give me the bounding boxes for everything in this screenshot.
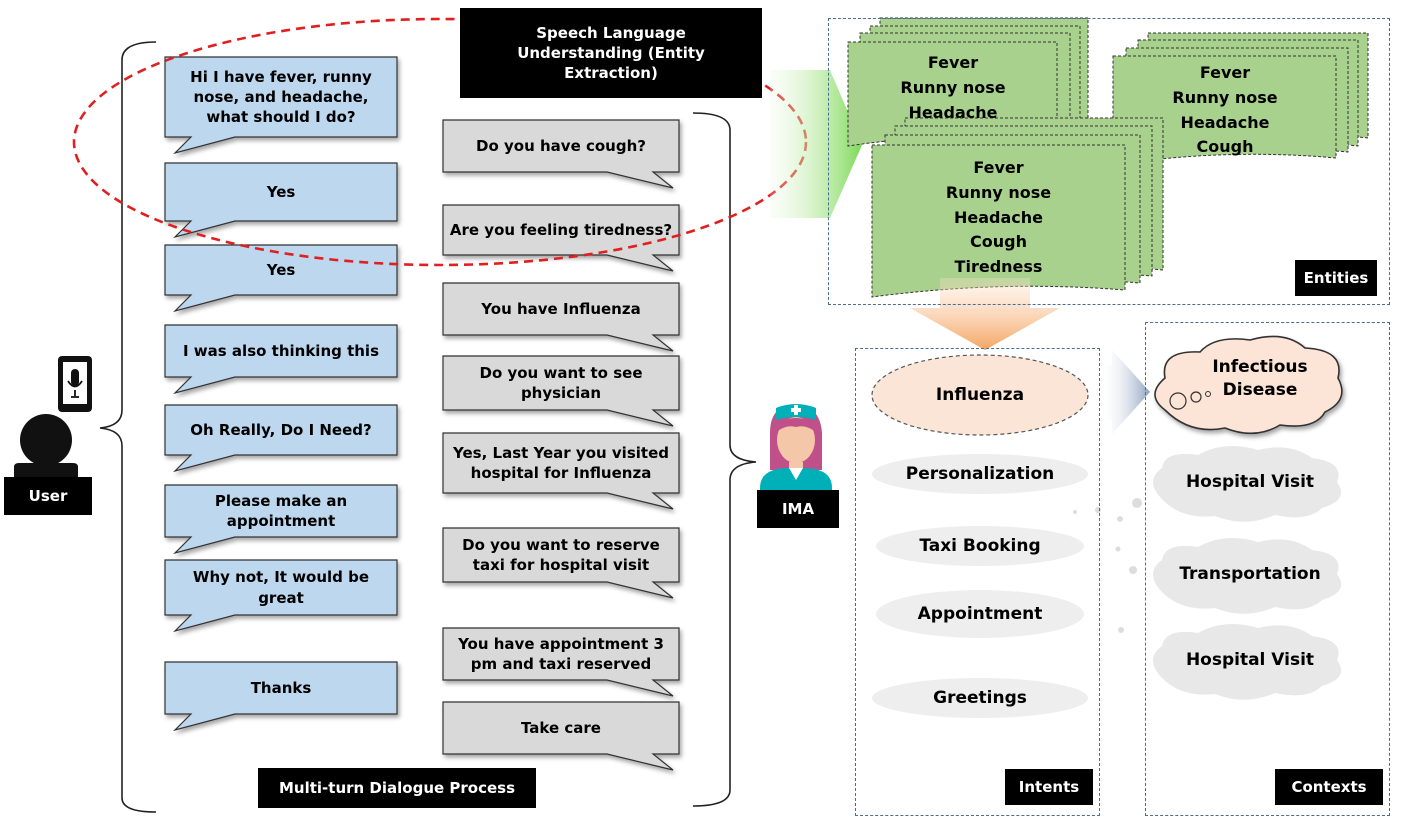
user-message-3-shape [164, 244, 398, 313]
intent-greetings: Greetings [933, 687, 1027, 708]
entities-to-intents-arrow-icon [910, 278, 1060, 350]
agent-message-4-shape [442, 355, 680, 427]
intents-to-contexts-arrow-icon [1100, 350, 1150, 434]
agent-message-6: Do you want to reserve taxi for hospital… [462, 535, 660, 574]
user-message-1-shape [164, 56, 398, 155]
intent-oval-influenza [871, 354, 1089, 436]
intents-label: Intents [1005, 769, 1093, 805]
user-message-2-shape [164, 162, 398, 239]
user-message-7-shape [164, 559, 398, 633]
intents-panel [855, 348, 1100, 816]
user-message-6-shape [164, 484, 398, 555]
agent-message-4: Do you want to see physician [479, 363, 643, 402]
intent-influenza: Influenza [935, 384, 1025, 405]
entity-stack-1: Fever Runny nose Headache [900, 53, 1006, 122]
context-cloud-transportation [1152, 538, 1342, 614]
agent-brace [692, 112, 757, 807]
user-message-6: Please make an appointment [214, 491, 348, 530]
nurse-icon [760, 404, 832, 492]
agent-message-5: Yes, Last Year you visited hospital for … [453, 443, 669, 482]
agent-message-5-shape [442, 432, 680, 510]
thought-dot-1 [1169, 392, 1187, 410]
contexts-panel [1145, 322, 1390, 816]
slu-title-box: Speech Language Understanding (Entity Ex… [460, 8, 762, 98]
context-transportation: Transportation [1179, 563, 1321, 584]
extraction-arrow-icon [770, 70, 862, 218]
context-hospital-visit-1: Hospital Visit [1185, 471, 1315, 492]
thought-dot-3 [1205, 391, 1211, 397]
agent-label: IMA [757, 490, 839, 528]
user-brace [99, 41, 157, 813]
context-cloud-hospital-visit-2 [1152, 624, 1342, 700]
user-bubbles [164, 56, 398, 732]
user-label: User [4, 477, 92, 515]
agent-message-7: You have appointment 3 pm and taxi reser… [458, 634, 664, 673]
context-cloud-hospital-visit-1 [1152, 446, 1342, 522]
user-avatar-icon [14, 414, 78, 477]
agent-bubbles [442, 119, 680, 771]
user-message-4: I was also thinking this [183, 341, 379, 360]
user-message-5-shape [164, 404, 398, 473]
entities-panel [828, 18, 1390, 305]
entity-stack-3: Fever Runny nose Headache Cough Tirednes… [945, 158, 1052, 277]
user-message-3: Yes [266, 260, 296, 279]
smartphone-icon [58, 356, 92, 412]
agent-message-2-shape [442, 204, 680, 272]
user-message-8: Thanks [250, 678, 312, 697]
context-infectious-disease: Infectious Disease [1212, 357, 1308, 400]
user-message-1: Hi I have fever, runny nose, and headach… [190, 67, 372, 127]
intent-oval-personalization [872, 454, 1088, 494]
intent-personalization: Personalization [905, 463, 1055, 484]
dialogue-caption: Multi-turn Dialogue Process [258, 768, 536, 808]
entity-stack-2: Fever Runny nose Headache Cough [1172, 63, 1278, 157]
thought-dot-2 [1190, 391, 1202, 403]
agent-message-3-shape [442, 282, 680, 352]
intent-oval-taxi-booking [876, 526, 1084, 566]
context-hospital-visit-2: Hospital Visit [1185, 649, 1315, 670]
entities-label: Entities [1295, 260, 1377, 296]
agent-message-2: Are you feeling tiredness? [449, 220, 673, 239]
intent-oval-greetings [872, 678, 1088, 718]
entity-stack-3-shape [871, 117, 1164, 298]
agent-message-3: You have Influenza [481, 299, 641, 318]
context-cloud-infectious-disease [1154, 335, 1343, 435]
intent-oval-appointment [876, 590, 1084, 638]
agent-message-6-shape [442, 527, 680, 599]
agent-message-8-shape [442, 701, 680, 771]
agent-message-8: Take care [521, 718, 601, 737]
user-message-4-shape [164, 324, 398, 395]
intent-appointment: Appointment [917, 603, 1043, 624]
intent-taxi-booking: Taxi Booking [919, 535, 1041, 556]
decorative-dots [1073, 498, 1142, 633]
agent-message-1: Do you have cough? [476, 136, 646, 155]
user-message-7: Why not, It would be great [192, 568, 370, 607]
entity-stack-2-shape [1112, 32, 1369, 166]
agent-message-1-shape [442, 119, 680, 189]
user-message-5: Oh Really, Do I Need? [190, 420, 372, 439]
contexts-label: Contexts [1275, 769, 1383, 805]
agent-message-7-shape [442, 627, 680, 697]
user-message-8-shape [164, 661, 398, 732]
user-message-2: Yes [266, 182, 296, 201]
